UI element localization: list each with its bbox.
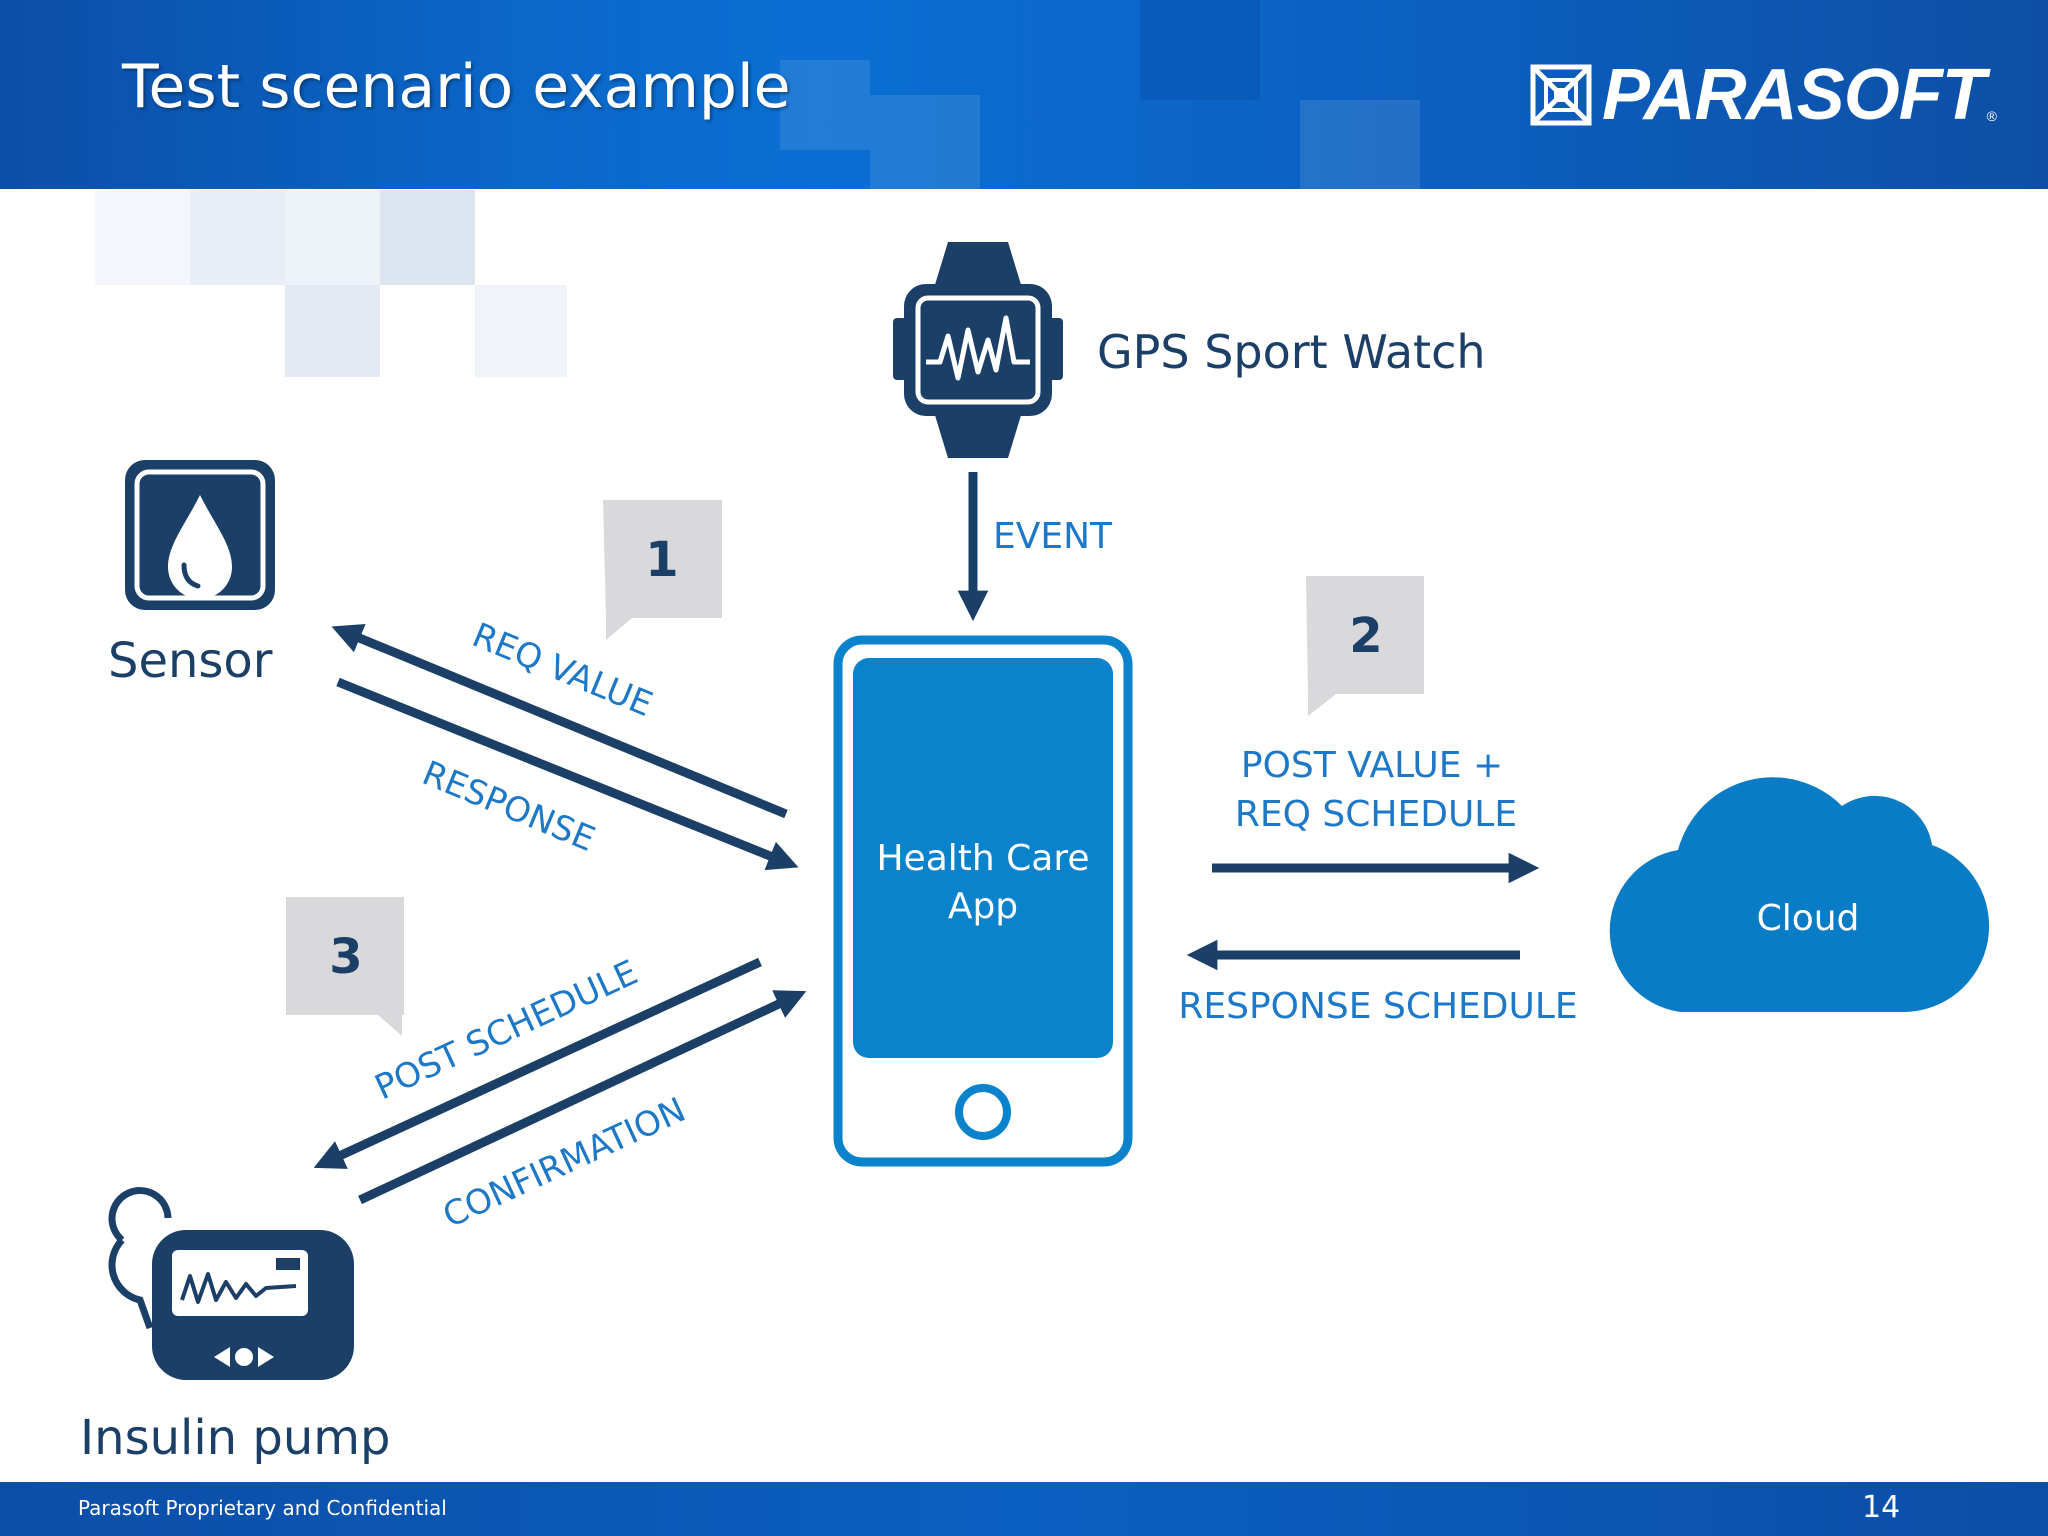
step-callout-3: 3 [286,897,404,1036]
smartphone-icon [833,635,1133,1167]
req-value-arrow [331,624,788,819]
decor-square [285,190,380,285]
step-callout-1: 1 [603,500,722,640]
footer-confidential-text: Parasoft Proprietary and Confidential [78,1496,447,1520]
response-label: RESPONSE [417,753,601,860]
pump-label: Insulin pump [80,1410,390,1466]
header-tile [1300,100,1420,189]
page-number: 14 [1862,1490,1901,1525]
confirmation-label: CONFIRMATION [437,1090,692,1236]
response-schedule-label: RESPONSE SCHEDULE [1178,986,1577,1027]
parasoft-logo-icon [1530,64,1592,126]
decor-square [285,285,380,377]
step-number-2: 2 [1349,608,1382,664]
post-schedule-arrow [313,957,762,1169]
logo-wordmark: PARASOFT [1602,55,1986,135]
req-value-label: REQ VALUE [467,615,658,725]
header-band: Test scenario example PARASOFT ® [0,0,2048,189]
header-tile [780,60,870,150]
post-value-label-line1: POST VALUE + [1241,745,1503,786]
decor-square [380,190,475,285]
step-number-3: 3 [329,929,362,985]
slide-title: Test scenario example [122,52,791,122]
cloud-label: Cloud [1757,898,1860,939]
confirmation-arrow [358,990,807,1205]
insulin-pump-icon [108,1187,354,1380]
sensor-label: Sensor [108,633,273,689]
logo-registered-mark: ® [1986,108,1997,124]
header-tile [1140,0,1260,100]
decor-square [95,190,190,285]
post-value-label-line2: REQ SCHEDULE [1235,794,1517,835]
water-drop-icon [125,460,275,610]
app-label-line1: Health Care [876,838,1089,879]
cloud-icon [1609,777,1990,1013]
smartwatch-icon [893,242,1063,458]
decor-square [190,190,285,285]
step-callout-2: 2 [1306,576,1424,716]
app-label-line2: App [948,886,1018,927]
watch-label: GPS Sport Watch [1097,325,1486,379]
step-number-1: 1 [645,532,678,588]
decor-square [475,285,567,377]
footer-band: Parasoft Proprietary and Confidential 14 [0,1482,2048,1536]
parasoft-logo: PARASOFT ® [1530,55,1997,135]
event-label: EVENT [993,516,1113,557]
header-tile [870,95,980,189]
response-arrow [336,677,799,871]
